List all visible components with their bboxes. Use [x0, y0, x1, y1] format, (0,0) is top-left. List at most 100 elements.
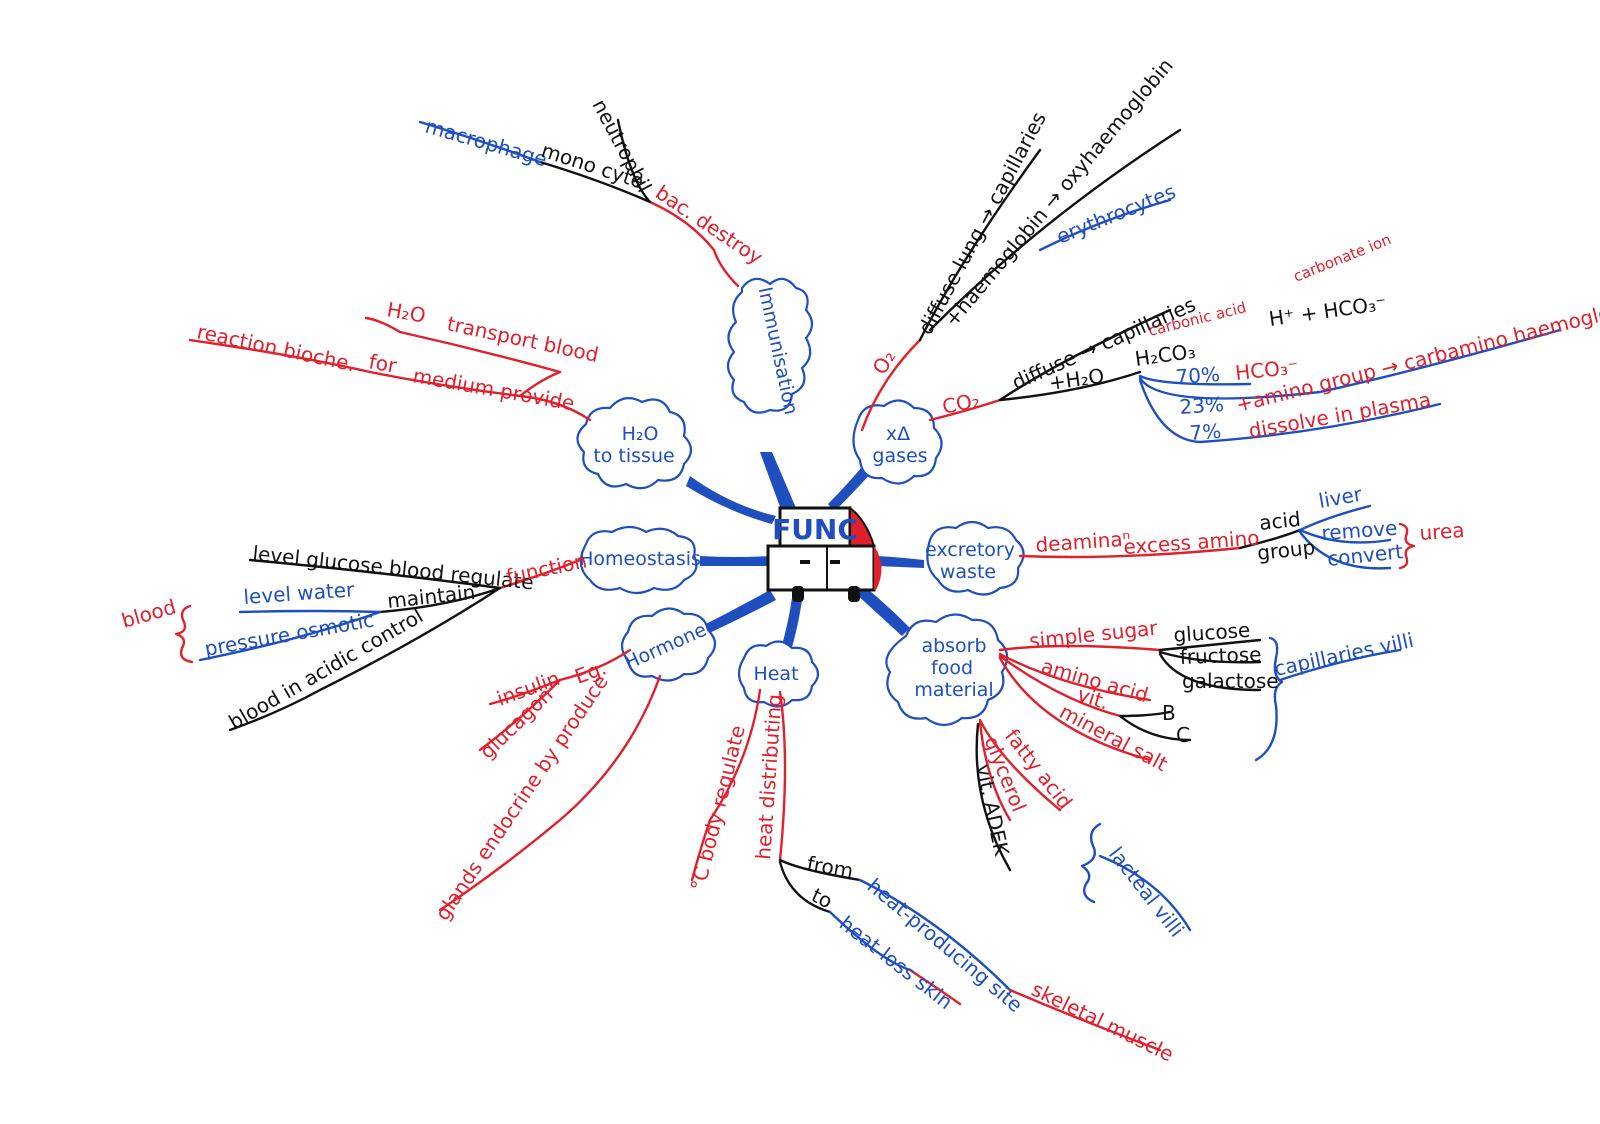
branch-haemoglobin [928, 128, 1182, 332]
word-transport-blood: transport blood [445, 311, 601, 367]
branch-fatty-acid [978, 718, 1062, 812]
word-maintain: maintain [386, 580, 476, 613]
branch-heat-distributing [778, 690, 787, 862]
word-acid: acid [1258, 507, 1302, 535]
word-fructose: fructose [1179, 642, 1262, 669]
branch-vit [998, 654, 1122, 718]
topic-water-tissue-line1: H₂O [622, 423, 659, 445]
topic-water-tissue-line2: to tissue [593, 445, 674, 467]
branch-erythrocytes [1038, 198, 1172, 252]
branch-glucose [1158, 638, 1262, 652]
branch-co2-h2o [998, 370, 1142, 402]
cloud-water-tissue [576, 397, 693, 490]
branch-maintain [378, 586, 502, 614]
truck-wheel-right [848, 586, 860, 602]
branch-23 [1138, 328, 1562, 400]
branch-acidic [228, 586, 502, 732]
word-reaction-bioche: reaction bioche. [195, 319, 357, 376]
topic-gases-line2: gases [872, 445, 927, 467]
branch-vit-b [1118, 710, 1172, 718]
topic-absorb-line3: material [914, 679, 993, 701]
word-function: function [504, 548, 589, 588]
cloud-absorb-food [885, 613, 1009, 727]
truck-window-2 [830, 560, 840, 564]
topic-homeostasis: Homeostasis [579, 548, 701, 570]
branch-body-regulate [690, 688, 762, 882]
word-group: group [1256, 535, 1316, 565]
brace-urea [1398, 522, 1416, 570]
branch-acid [1238, 528, 1302, 550]
branch-lacteal-villi [1098, 854, 1192, 932]
word-pct7: 7% [1189, 419, 1222, 445]
word-skeletal-muscle: skeletal muscle [1028, 977, 1178, 1066]
word-galactose: galactose [1182, 669, 1279, 693]
spoke-absorb [856, 586, 910, 636]
word-co2: CO₂ [940, 388, 982, 419]
branch-neutrophil [616, 118, 652, 204]
central-spokes [686, 452, 924, 654]
branch-co2-diffuse [998, 308, 1172, 402]
branch-simple-sugar [998, 644, 1162, 652]
topic-absorb-line1: absorb [921, 635, 986, 657]
word-glucose-sugar: glucose [1173, 618, 1251, 647]
truck-body [766, 544, 876, 592]
branch-transport [364, 316, 562, 398]
center-title: FUNC [772, 513, 858, 546]
word-blood: blood [119, 594, 179, 632]
brace-blood [174, 604, 194, 664]
branch-monocyte [538, 160, 652, 204]
word-vit-b: B [1162, 701, 1176, 725]
branch-fructose [1158, 650, 1262, 664]
truck-red-edge [874, 546, 882, 590]
branch-immunisation [648, 200, 740, 288]
topic-labels: Immunisation H₂O to tissue xΔ gases Home… [579, 285, 1015, 701]
cloud-gases [852, 399, 943, 485]
branch-glycerol [978, 720, 1012, 822]
topic-absorb-line2: food [931, 657, 973, 679]
spoke-gases [828, 462, 874, 512]
branch-deamination [1018, 546, 1242, 559]
branch-function [498, 558, 582, 590]
spoke-excretory [876, 556, 924, 568]
word-o2: O₂ [868, 346, 901, 379]
branch-7 [1138, 378, 1442, 444]
branch-lines [174, 118, 1562, 1052]
branch-heat-producing [858, 878, 1012, 992]
brace-capillaries [1254, 636, 1284, 762]
cloud-homeostasis [579, 525, 698, 595]
branch-reaction [188, 338, 592, 422]
topic-excretory-line1: excretory [925, 539, 1015, 561]
word-bac-destroy: bac. destroy [651, 180, 767, 269]
branch-capillaries-villi [1278, 648, 1402, 682]
topic-excretory-line2: waste [940, 561, 996, 583]
center-truck: FUNC [766, 505, 882, 602]
brace-lacteal [1080, 822, 1102, 904]
topic-gases-line1: xΔ [886, 423, 910, 445]
spoke-homeostasis [700, 556, 770, 566]
word-vit-c: C [1176, 723, 1190, 747]
branch-skin [908, 968, 962, 1006]
word-carbonate-ion: carbonate ion [1291, 230, 1394, 286]
branch-glucagon [478, 678, 562, 752]
spoke-immunisation [760, 452, 796, 512]
spoke-hormone [690, 590, 776, 640]
word-h2o: H₂O [385, 297, 427, 327]
branch-pressure [198, 610, 382, 662]
word-to: to [808, 883, 837, 913]
cloud-immunisation [726, 277, 814, 414]
word-lacteal-villi: lacteal villi [1104, 842, 1189, 941]
word-medium-provide: medium provide [411, 363, 576, 415]
word-excess-amino: excess amino [1123, 526, 1260, 559]
branch-glucose [248, 558, 502, 590]
branch-to [778, 860, 832, 914]
spoke-heat [780, 598, 802, 654]
branch-skeletal [1008, 988, 1162, 1052]
branch-level-water [238, 609, 382, 614]
word-from: from [805, 851, 855, 883]
word-for: for [367, 349, 399, 378]
word-pct23: 23% [1179, 392, 1225, 419]
branch-glands [438, 674, 662, 912]
branch-convert [1298, 530, 1392, 570]
